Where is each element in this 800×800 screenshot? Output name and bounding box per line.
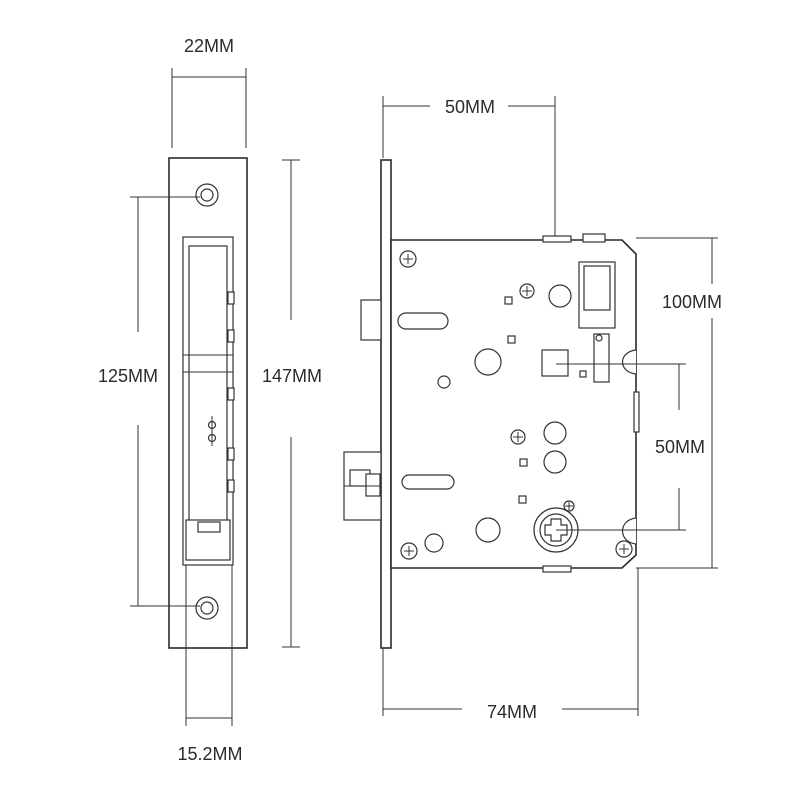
screw-icon xyxy=(510,429,526,445)
dim-faceplate-width: 22MM xyxy=(184,36,234,56)
notch-lower xyxy=(621,517,637,545)
hole xyxy=(437,375,451,389)
hole xyxy=(543,421,567,445)
screw-icon xyxy=(563,500,575,512)
dim-lower-width: 15.2MM xyxy=(177,744,242,764)
case-tab xyxy=(633,391,640,433)
square-hole xyxy=(518,495,527,504)
case-tab xyxy=(582,233,606,243)
case-tab xyxy=(542,235,572,243)
screw-icon xyxy=(519,283,535,299)
square-hole xyxy=(504,296,513,305)
square-hole xyxy=(519,458,528,467)
square-hole xyxy=(507,335,516,344)
deadbolt-stub xyxy=(360,299,382,341)
hole xyxy=(548,284,572,308)
top-screw-hole xyxy=(195,183,219,207)
square-hole xyxy=(579,370,587,378)
cylinder-square xyxy=(541,349,569,377)
dim-center-distance: 50MM xyxy=(655,437,705,457)
hole xyxy=(543,450,567,474)
faceplate-bolt-body xyxy=(182,236,235,566)
faceplate-edge xyxy=(380,159,392,649)
dim-case-depth: 74MM xyxy=(487,702,537,722)
pivot xyxy=(595,334,603,342)
lock-body-view: 50MM xyxy=(343,96,722,722)
dim-case-height: 100MM xyxy=(662,292,722,312)
notch-upper xyxy=(621,349,637,375)
lever-arm xyxy=(593,333,610,383)
dim-screw-spacing: 125MM xyxy=(98,366,158,386)
latch xyxy=(343,451,382,521)
slot-upper xyxy=(397,312,449,330)
hole xyxy=(474,348,502,376)
case-tab xyxy=(542,565,572,573)
dim-faceplate-height: 147MM xyxy=(262,366,322,386)
faceplate-view: 22MM xyxy=(98,36,322,764)
hole xyxy=(424,533,444,553)
screw-icon xyxy=(400,542,418,560)
bottom-screw-hole xyxy=(195,596,219,620)
slot-lower xyxy=(401,474,455,490)
screw-icon xyxy=(399,250,417,268)
dim-backset: 50MM xyxy=(445,97,495,117)
hole xyxy=(475,517,501,543)
upper-block-inner xyxy=(583,265,611,311)
screw-icon xyxy=(615,540,633,558)
